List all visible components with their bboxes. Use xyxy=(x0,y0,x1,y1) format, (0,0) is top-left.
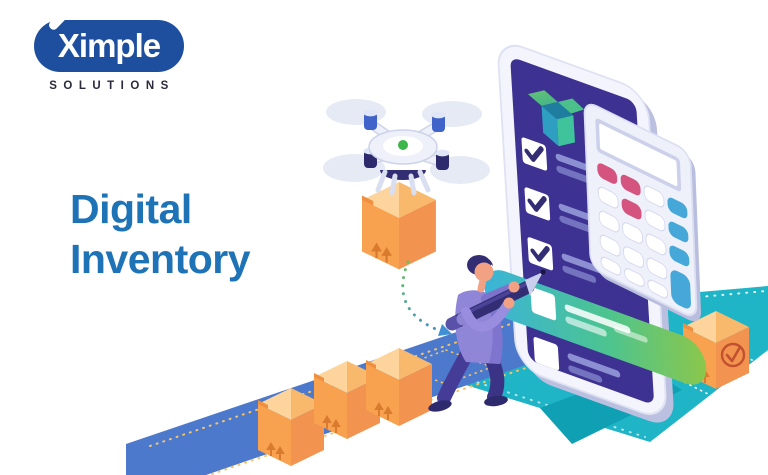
page-title: Digital Inventory xyxy=(70,184,251,284)
calculator-icon xyxy=(583,103,702,322)
verified-crate-icon xyxy=(682,310,750,390)
calculator-keys xyxy=(597,163,691,309)
drone-payload-crate-icon xyxy=(360,180,438,271)
checklist-unchecked-row xyxy=(533,337,621,383)
title-line-2: Inventory xyxy=(70,236,251,283)
checklist-highlighted-row xyxy=(484,270,707,385)
conveyor-crates xyxy=(257,347,433,467)
drop-trajectory-dotted-line xyxy=(401,260,452,336)
title-line-1: Digital xyxy=(70,186,192,232)
logo-pill: Ximple xyxy=(34,3,184,72)
logo[interactable]: Ximple SOLUTIONS xyxy=(34,3,184,92)
logo-brand-text: Ximple xyxy=(57,26,161,64)
delivery-drone-icon xyxy=(323,99,490,196)
logo-tagline: SOLUTIONS xyxy=(49,80,175,92)
open-box-icon xyxy=(527,90,585,147)
worker-with-pencil-icon xyxy=(428,255,546,412)
drone-gripper xyxy=(375,169,431,196)
package-crate-icon xyxy=(365,347,433,427)
